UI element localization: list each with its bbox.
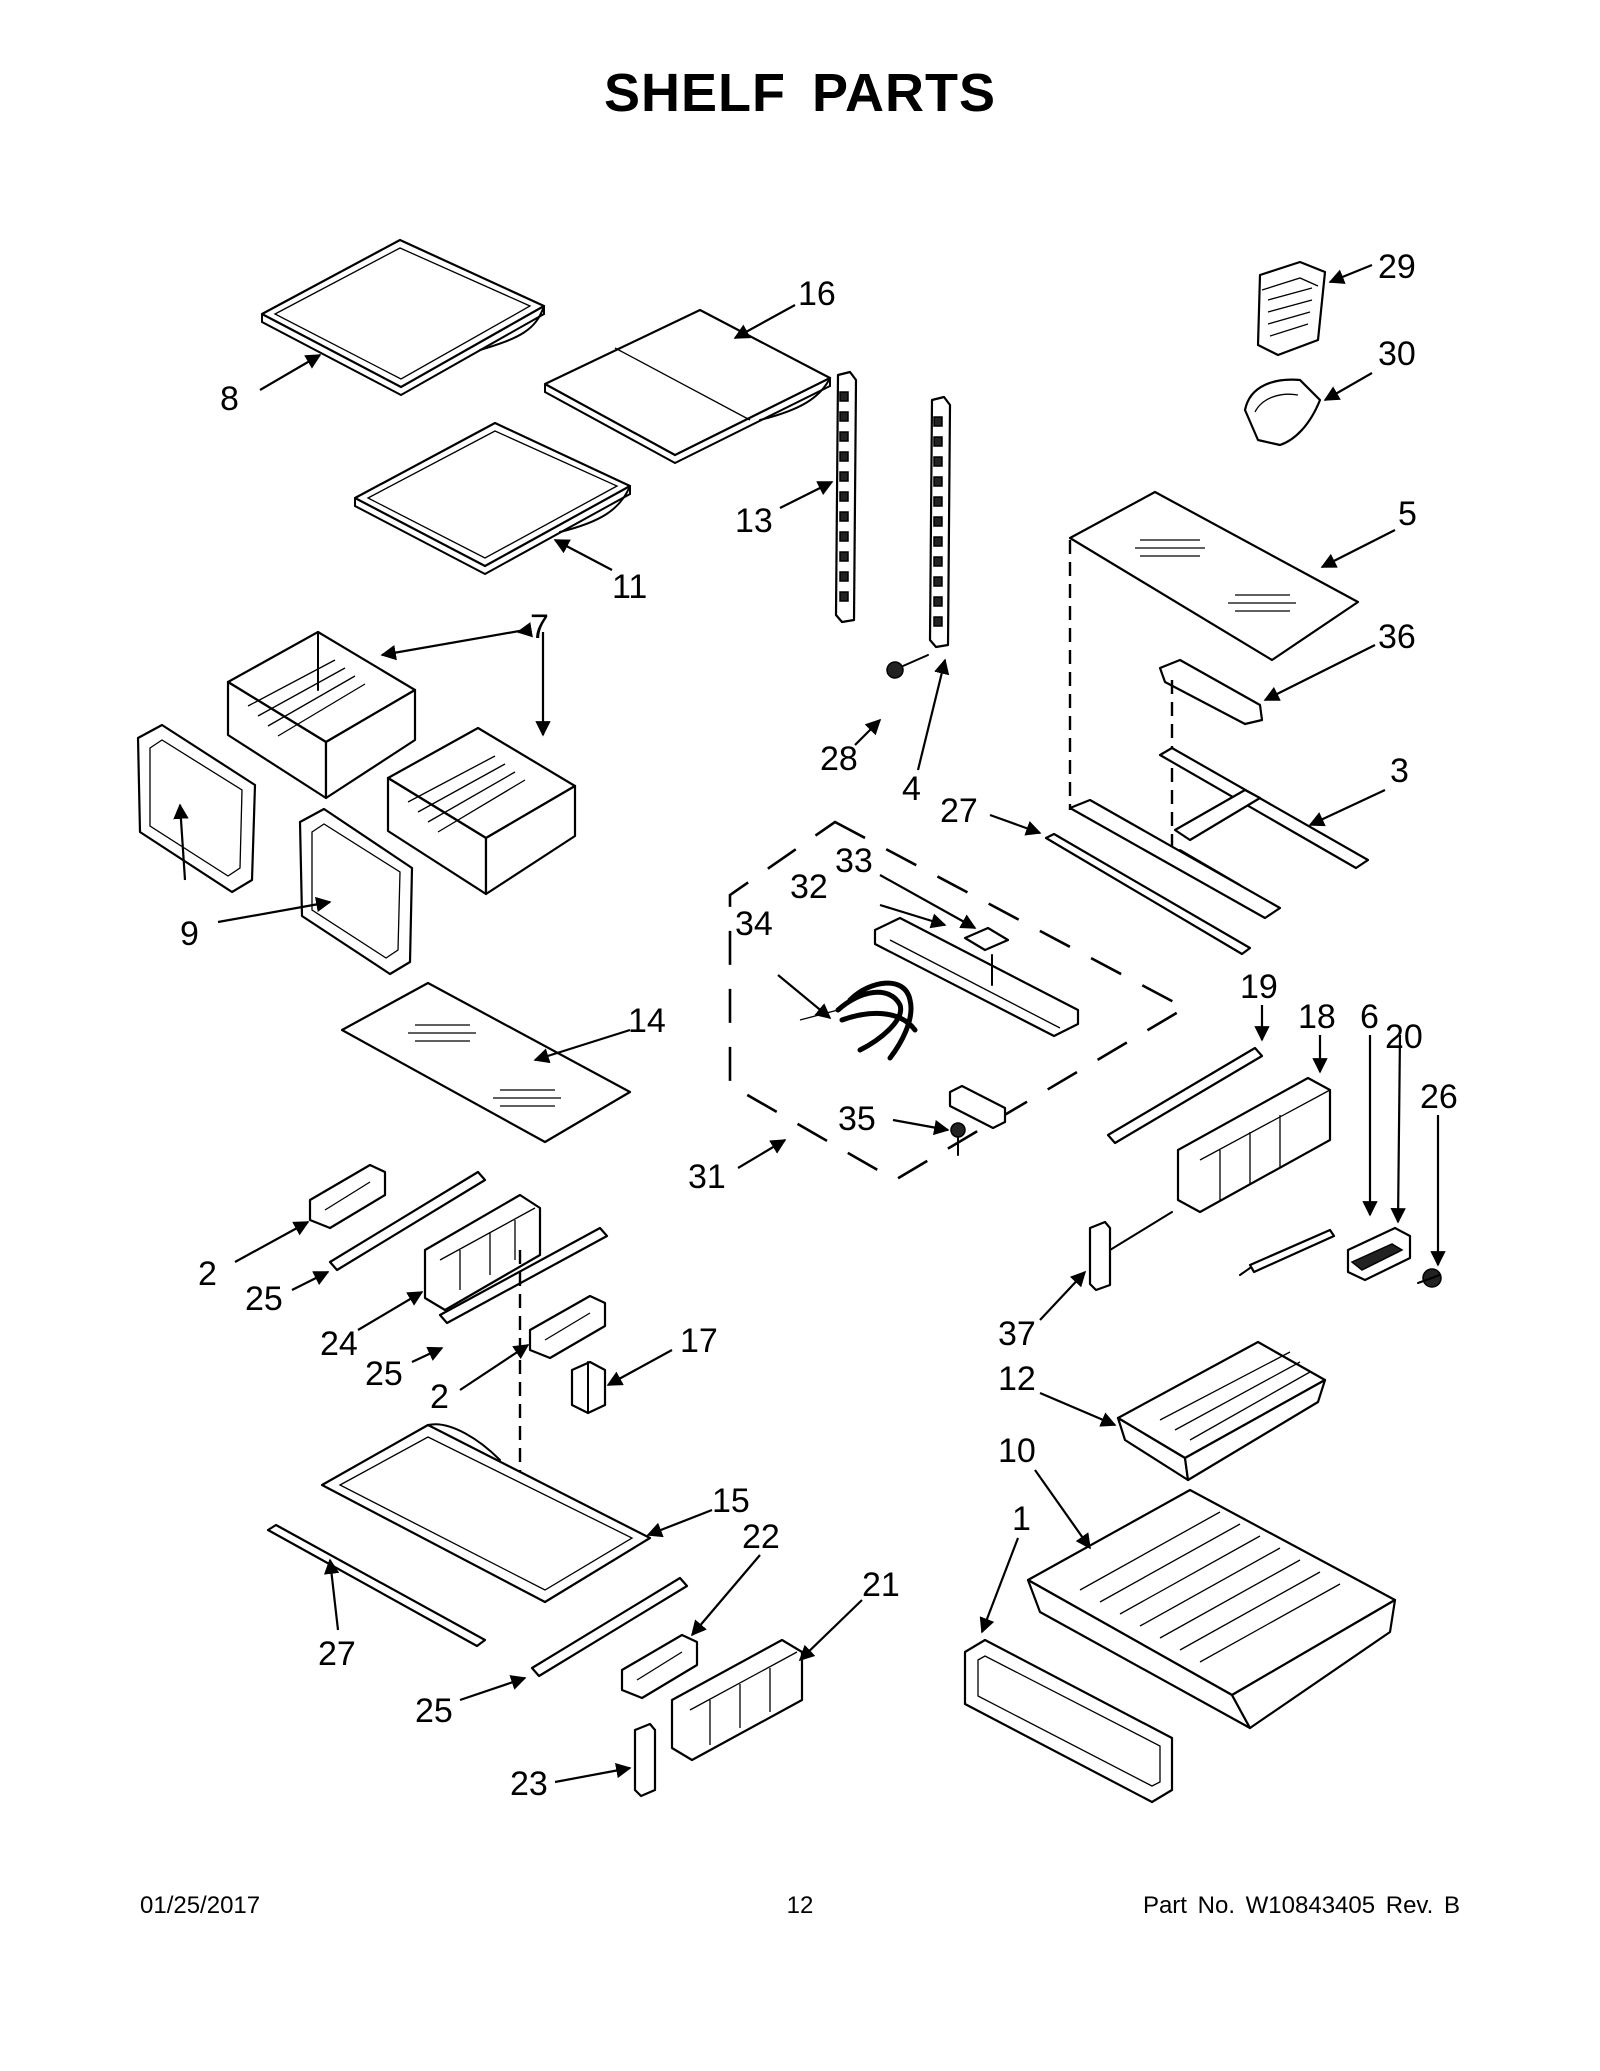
callout-6: 6	[1360, 998, 1379, 1036]
callout-30: 30	[1378, 335, 1416, 373]
callout-22: 22	[742, 1518, 780, 1556]
part-20-clip[interactable]	[1346, 1226, 1412, 1282]
callout-33: 33	[835, 842, 873, 880]
callout-10: 10	[998, 1432, 1036, 1470]
part-25-slide-rail-2[interactable]	[438, 1226, 609, 1325]
footer-date: 01/25/2017	[140, 1892, 261, 1919]
part-2-bracket[interactable]	[308, 1163, 387, 1230]
part-18-tray-mount[interactable]	[1176, 1076, 1332, 1214]
part-27-trim-strip[interactable]	[1044, 832, 1252, 956]
callout-1: 1	[1012, 1500, 1031, 1538]
part-11-glass-shelf[interactable]	[353, 421, 632, 576]
part-29-vent-cover[interactable]	[1256, 260, 1327, 357]
callout-20: 20	[1385, 1018, 1423, 1056]
callout-2-b: 2	[430, 1378, 449, 1416]
callout-8: 8	[220, 380, 239, 418]
part-8-glass-shelf[interactable]	[260, 238, 546, 397]
callout-25-b: 25	[365, 1355, 403, 1393]
callout-14: 14	[628, 1002, 666, 1040]
part-1-drawer-front[interactable]	[963, 1638, 1174, 1804]
callout-12: 12	[998, 1360, 1036, 1398]
part-4-shelf-ladder-rail[interactable]	[928, 395, 952, 649]
callout-28: 28	[820, 740, 858, 778]
callout-9: 9	[180, 915, 199, 953]
part-25-slide-rail[interactable]	[328, 1170, 487, 1272]
part-19-slide-rail[interactable]	[1106, 1046, 1264, 1145]
part-26-screw[interactable]	[1417, 1268, 1442, 1288]
callout-13: 13	[735, 502, 773, 540]
footer-page-number: 12	[786, 1892, 814, 1919]
part-9-drawer-front-2[interactable]	[298, 807, 414, 976]
footer-part-number: Part No. W10843405 Rev. B	[1142, 1892, 1460, 1919]
callout-3: 3	[1390, 752, 1409, 790]
part-5-glass-shelf[interactable]	[1068, 490, 1360, 662]
callout-24: 24	[320, 1325, 358, 1363]
part-21-tray-mount[interactable]	[670, 1638, 804, 1762]
part-6-rod[interactable]	[1239, 1228, 1336, 1276]
callout-5: 5	[1398, 495, 1417, 533]
callout-23: 23	[510, 1765, 548, 1803]
part-33-lens[interactable]	[963, 926, 1010, 986]
callout-labels: 8 16 11 13 29 30 5 36 3 7 9 28 4 27 33 3…	[180, 248, 1458, 1803]
part-28-screw[interactable]	[886, 654, 929, 679]
part-7-crisper-drawer[interactable]	[226, 630, 417, 800]
part-7-crisper-drawer-2[interactable]	[386, 726, 577, 896]
part-27-trim-strip-2[interactable]	[266, 1523, 487, 1648]
callout-25-c: 25	[415, 1692, 453, 1730]
part-22-bracket[interactable]	[620, 1633, 699, 1700]
callout-35: 35	[838, 1100, 876, 1138]
callout-2: 2	[198, 1255, 217, 1293]
callout-11: 11	[612, 568, 647, 606]
page-title: SHELF PARTS	[603, 63, 996, 123]
part-16-split-shelf[interactable]	[543, 308, 832, 465]
part-35-screw[interactable]	[948, 1084, 1007, 1156]
part-10-drawer-bin[interactable]	[1026, 1488, 1397, 1730]
callout-17: 17	[680, 1322, 718, 1360]
callout-4: 4	[902, 770, 921, 808]
part-3-shelf-frame[interactable]	[1068, 746, 1370, 920]
part-12-bin[interactable]	[1116, 1340, 1327, 1482]
callout-18: 18	[1298, 998, 1336, 1036]
callout-37: 37	[998, 1315, 1036, 1353]
callout-7: 7	[530, 608, 549, 646]
callout-27-b: 27	[318, 1635, 356, 1673]
callout-19: 19	[1240, 968, 1278, 1006]
callout-25: 25	[245, 1280, 283, 1318]
callout-31: 31	[688, 1158, 726, 1196]
part-34-wire-harness[interactable]	[799, 980, 918, 1061]
part-13-shelf-ladder-rail[interactable]	[834, 370, 858, 624]
part-30-cover[interactable]	[1243, 378, 1322, 447]
assembly-31-outline	[728, 820, 1188, 1182]
callout-36: 36	[1378, 618, 1416, 656]
callout-27: 27	[940, 792, 978, 830]
part-17-block[interactable]	[570, 1360, 607, 1415]
part-15-drawer-cover[interactable]	[320, 1423, 652, 1604]
part-24-tray-mount[interactable]	[423, 1193, 542, 1312]
part-37-cap[interactable]	[1088, 1211, 1173, 1292]
callout-21: 21	[862, 1566, 900, 1604]
part-23-cap[interactable]	[633, 1722, 657, 1798]
callout-34: 34	[735, 905, 773, 943]
callout-32: 32	[790, 868, 828, 906]
callout-29: 29	[1378, 248, 1416, 286]
callout-15: 15	[712, 1482, 750, 1520]
callout-16: 16	[798, 275, 836, 313]
leader-lines	[173, 263, 1446, 1784]
part-36-bracket[interactable]	[1158, 658, 1264, 726]
callout-26: 26	[1420, 1078, 1458, 1116]
part-32-light-housing[interactable]	[873, 916, 1080, 1038]
part-9-drawer-front[interactable]	[136, 723, 257, 894]
part-2-bracket-2[interactable]	[528, 1294, 607, 1360]
part-14-glass-shelf[interactable]	[340, 981, 632, 1144]
part-25-slide-rail-3[interactable]	[530, 1576, 689, 1678]
